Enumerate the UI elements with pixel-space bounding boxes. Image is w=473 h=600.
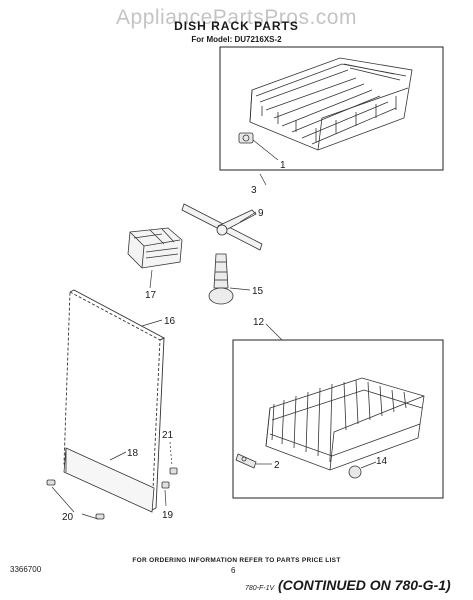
label-18: 18 [127, 448, 139, 459]
rack-clip-part [238, 132, 254, 144]
watermark: AppliancePartsPros.com [116, 6, 357, 29]
rack-wheel-part [348, 465, 362, 479]
label-12: 12 [253, 317, 265, 328]
screw-parts [46, 479, 105, 520]
handwritten-reference: 780-F-1V [245, 585, 275, 592]
label-3: 3 [251, 185, 257, 196]
upper-rack-box [219, 46, 444, 171]
label-21: 21 [162, 430, 174, 441]
rack-roller-part [235, 453, 257, 469]
label-2: 2 [274, 460, 280, 471]
label-20: 20 [62, 512, 74, 523]
hinge-fastener-parts [161, 467, 178, 489]
page-number: 6 [231, 566, 236, 575]
label-15: 15 [252, 286, 264, 297]
silverware-basket-part [127, 227, 183, 269]
label-9: 9 [258, 208, 264, 219]
label-16: 16 [164, 316, 176, 327]
model-subtitle: For Model: DU7216XS-2 [191, 35, 282, 44]
document-number: 3366700 [10, 565, 42, 574]
ordering-note: FOR ORDERING INFORMATION REFER TO PARTS … [132, 557, 341, 564]
label-14: 14 [376, 456, 388, 467]
page-title: DISH RACK PARTS [174, 19, 299, 33]
continued-note: (CONTINUED ON 780-G-1) [278, 577, 451, 593]
upper-rack-drawing [249, 57, 413, 151]
label-17: 17 [145, 290, 157, 301]
trim-strip-part [63, 447, 155, 513]
lower-rack-box [232, 339, 444, 499]
label-19: 19 [162, 510, 174, 521]
spray-tower-part [208, 253, 234, 305]
lower-rack-drawing [265, 377, 425, 471]
label-1: 1 [280, 160, 286, 171]
spray-arm-part [181, 203, 263, 251]
